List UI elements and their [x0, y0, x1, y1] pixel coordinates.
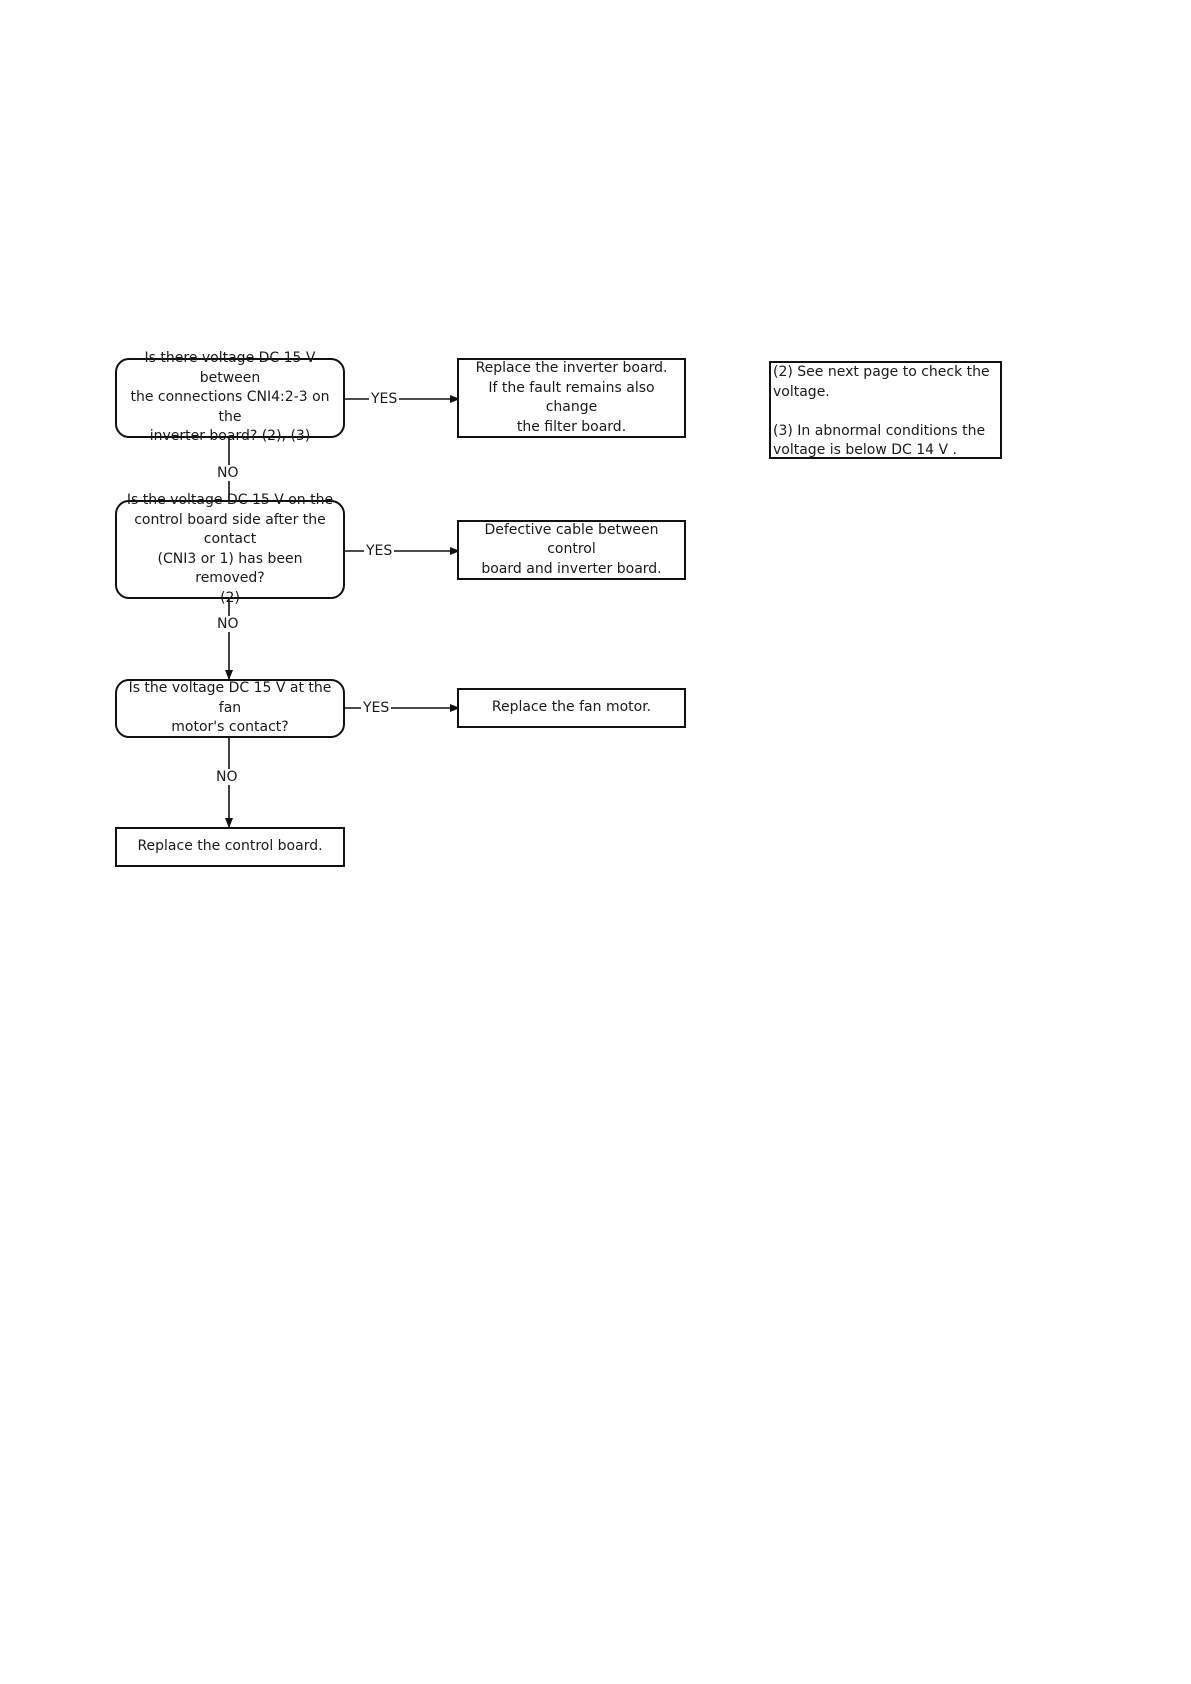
no-label-2: NO — [215, 616, 241, 632]
action-replace-fan-motor: Replace the fan motor. — [457, 688, 686, 728]
decision-box-2: Is the voltage DC 15 V on the control bo… — [115, 492, 345, 606]
action-replace-inverter-board: Replace the inverter board. If the fault… — [457, 358, 686, 438]
decision-box-1: Is there voltage DC 15 V between the con… — [115, 350, 345, 444]
action-replace-control-board: Replace the control board. — [115, 827, 345, 867]
yes-label-3: YES — [361, 700, 392, 716]
action-defective-cable: Defective cable between control board an… — [457, 520, 686, 580]
footnotes-box: (2) See next page to check the voltage. … — [769, 361, 1002, 459]
yes-label-1: YES — [369, 391, 400, 407]
yes-label-2: YES — [364, 543, 395, 559]
decision-box-3: Is the voltage DC 15 V at the fan motor'… — [115, 679, 345, 738]
no-label-3: NO — [214, 769, 240, 785]
no-label-1: NO — [215, 465, 241, 481]
